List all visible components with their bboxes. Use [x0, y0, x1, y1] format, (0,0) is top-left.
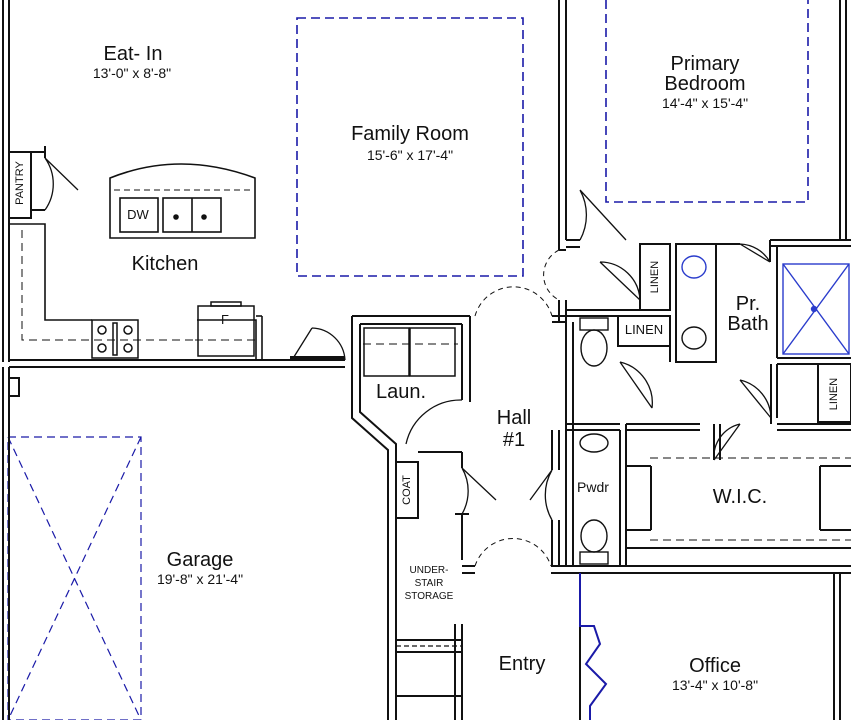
linen-label-2: LINEN	[624, 322, 664, 337]
linen-label-1: LINEN	[649, 260, 661, 294]
primary-bedroom-dims: 14'-4" x 15'-4"	[661, 95, 749, 111]
linen-label-3: LINEN	[828, 377, 840, 411]
pantry-label: PANTRY	[14, 161, 26, 205]
primary-bedroom-label-2: Bedroom	[664, 73, 746, 95]
hall-label-1: Hall	[496, 407, 532, 429]
hall-label-2: #1	[502, 429, 526, 451]
garage-dims: 19'-8" x 21'-4"	[156, 571, 244, 587]
bedroom-ceiling-outline	[605, 0, 809, 203]
blue-fixtures	[681, 255, 850, 355]
dishwasher-label: DW	[127, 207, 149, 222]
garage-door-outline	[7, 436, 142, 720]
understair-label-3: STORAGE	[404, 591, 454, 602]
refrigerator	[197, 301, 255, 357]
kitchen-counters	[9, 223, 263, 360]
office-label: Office	[689, 655, 741, 677]
garage-label: Garage	[166, 549, 234, 571]
door-swings	[44, 157, 772, 521]
range	[91, 319, 139, 359]
door-stops	[290, 356, 345, 360]
family-room-label: Family Room	[351, 123, 469, 145]
office-bifold-doors	[579, 573, 608, 720]
kitchen-label: Kitchen	[131, 253, 199, 275]
eat-in-label: Eat- In	[103, 43, 163, 65]
pr-bath-label-1: Pr.	[735, 293, 761, 315]
coat-closet-label: COAT	[401, 475, 413, 505]
washer-dryer	[363, 327, 456, 377]
understair-label-2: STAIR	[414, 578, 444, 589]
office-dims: 13'-4" x 10'-8"	[671, 677, 759, 693]
wic-label: W.I.C.	[712, 486, 768, 508]
pr-bath-label-2: Bath	[727, 313, 769, 335]
family-room-dims: 15'-6" x 17'-4"	[366, 147, 454, 163]
fridge-label: F	[221, 312, 229, 327]
bath-fixtures	[579, 317, 707, 565]
understair-label-1: UNDER-	[409, 565, 449, 576]
primary-bedroom-label-1: Primary	[670, 53, 740, 75]
dashed-door-arcs	[474, 249, 560, 567]
entry-label: Entry	[498, 653, 546, 675]
kitchen-island	[109, 163, 256, 239]
powder-room-label: Pwdr	[577, 479, 609, 495]
family-room-ceiling-outline	[296, 17, 524, 277]
eat-in-dims: 13'-0" x 8'-8"	[92, 65, 172, 81]
laundry-label: Laun.	[375, 381, 427, 403]
